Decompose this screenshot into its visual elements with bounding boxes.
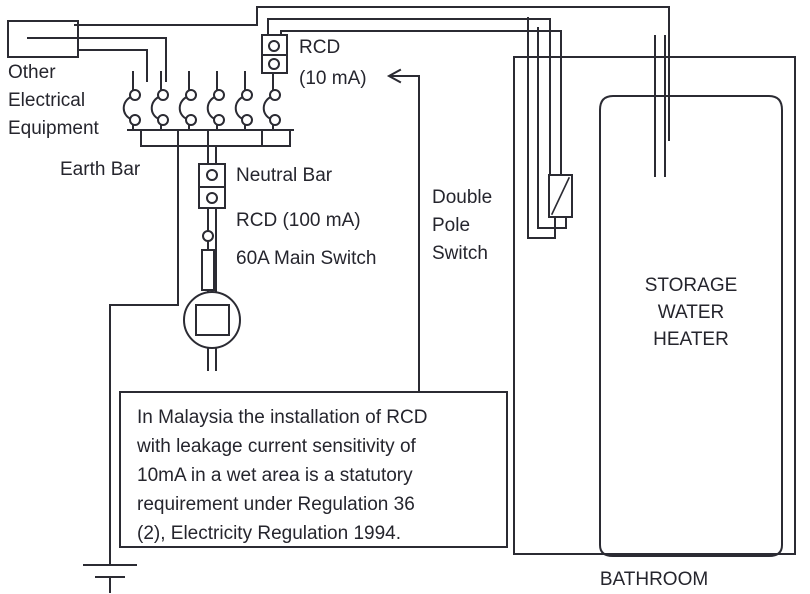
label-other-equipment-line3: Equipment — [8, 118, 100, 139]
double-pole-switch-blade — [550, 176, 571, 216]
wire-equipment-a-to-heater — [256, 6, 670, 141]
circuit-breaker-2[interactable] — [150, 71, 169, 131]
label-water-heater-line1: STORAGE — [645, 275, 738, 296]
note-line-2: with leakage current sensitivity of — [136, 436, 417, 457]
note-line-5: (2), Electricity Regulation 1994. — [137, 523, 401, 544]
circuit-breaker-4[interactable] — [206, 71, 225, 131]
label-other-equipment-line2: Electrical — [8, 90, 85, 111]
label-main-switch: 60A Main Switch — [236, 248, 376, 269]
wire-rcd10-live-to-heater — [267, 18, 551, 123]
main-switch-60a[interactable] — [201, 249, 215, 291]
main-switch-terminal — [202, 230, 214, 242]
circuit-breaker-1[interactable] — [122, 71, 141, 131]
rcd-100ma-terminal-bottom — [206, 192, 218, 204]
label-double-pole-line1: Double — [432, 187, 492, 208]
note-leader-line — [391, 75, 420, 393]
wire-rcd10-neutral-to-heater — [280, 30, 562, 123]
note-line-3: 10mA in a wet area is a statutory — [137, 465, 413, 486]
circuit-breaker-6[interactable] — [262, 71, 281, 131]
rcd-10ma-terminal-bottom — [268, 58, 280, 70]
label-double-pole-line3: Switch — [432, 243, 488, 264]
label-double-pole-line2: Pole — [432, 215, 470, 236]
earth-conductor — [109, 169, 179, 566]
label-other-equipment-line1: Other — [8, 62, 56, 83]
rcd-100ma-terminal-top — [206, 169, 218, 181]
circuit-breaker-5[interactable] — [234, 71, 253, 131]
energy-meter-display — [195, 304, 230, 336]
note-line-1: In Malaysia the installation of RCD — [137, 407, 427, 428]
note-box — [119, 391, 508, 548]
label-rcd-10ma-line1: RCD — [299, 37, 340, 58]
wire-dp-switch-out-b — [537, 27, 567, 229]
label-neutral-bar: Neutral Bar — [236, 165, 333, 186]
energy-meter — [183, 291, 241, 349]
rcd-10ma-terminal-top — [268, 40, 280, 52]
note-leader-arrowhead — [386, 68, 402, 84]
storage-water-heater — [599, 95, 783, 557]
label-water-heater-line3: HEATER — [653, 329, 729, 350]
circuit-breaker-3[interactable] — [178, 71, 197, 131]
label-bathroom: BATHROOM — [600, 569, 708, 590]
label-earth-bar: Earth Bar — [60, 159, 141, 180]
label-rcd-10ma-line2: (10 mA) — [299, 68, 367, 89]
note-line-4: requirement under Regulation 36 — [137, 494, 415, 515]
label-water-heater-line2: WATER — [658, 302, 725, 323]
label-rcd-100ma: RCD (100 mA) — [236, 210, 361, 231]
